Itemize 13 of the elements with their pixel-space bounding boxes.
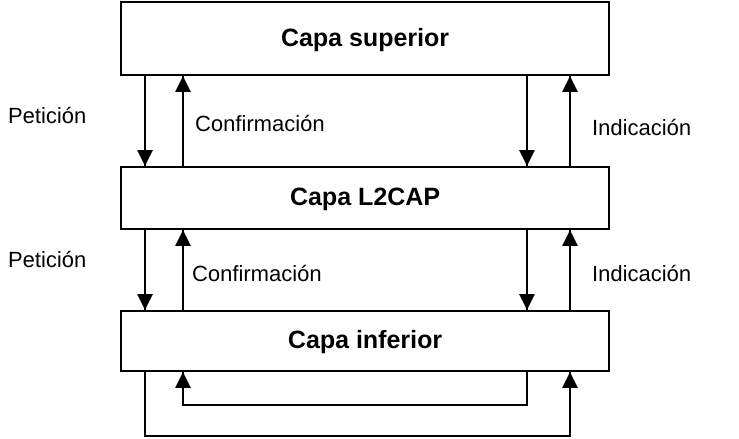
arrow (519, 230, 535, 310)
layer-box: Capa inferior (120, 310, 610, 372)
arrow (562, 230, 578, 310)
layer-box: Capa L2CAP (120, 166, 610, 230)
arrow (137, 230, 153, 310)
arrow (175, 230, 191, 310)
arrow (137, 76, 153, 166)
arrow (144, 372, 578, 437)
arrow (519, 76, 535, 166)
layer-box: Capa superior (120, 1, 610, 76)
arrow (175, 76, 191, 166)
arrow (175, 372, 528, 406)
arrow (562, 76, 578, 166)
